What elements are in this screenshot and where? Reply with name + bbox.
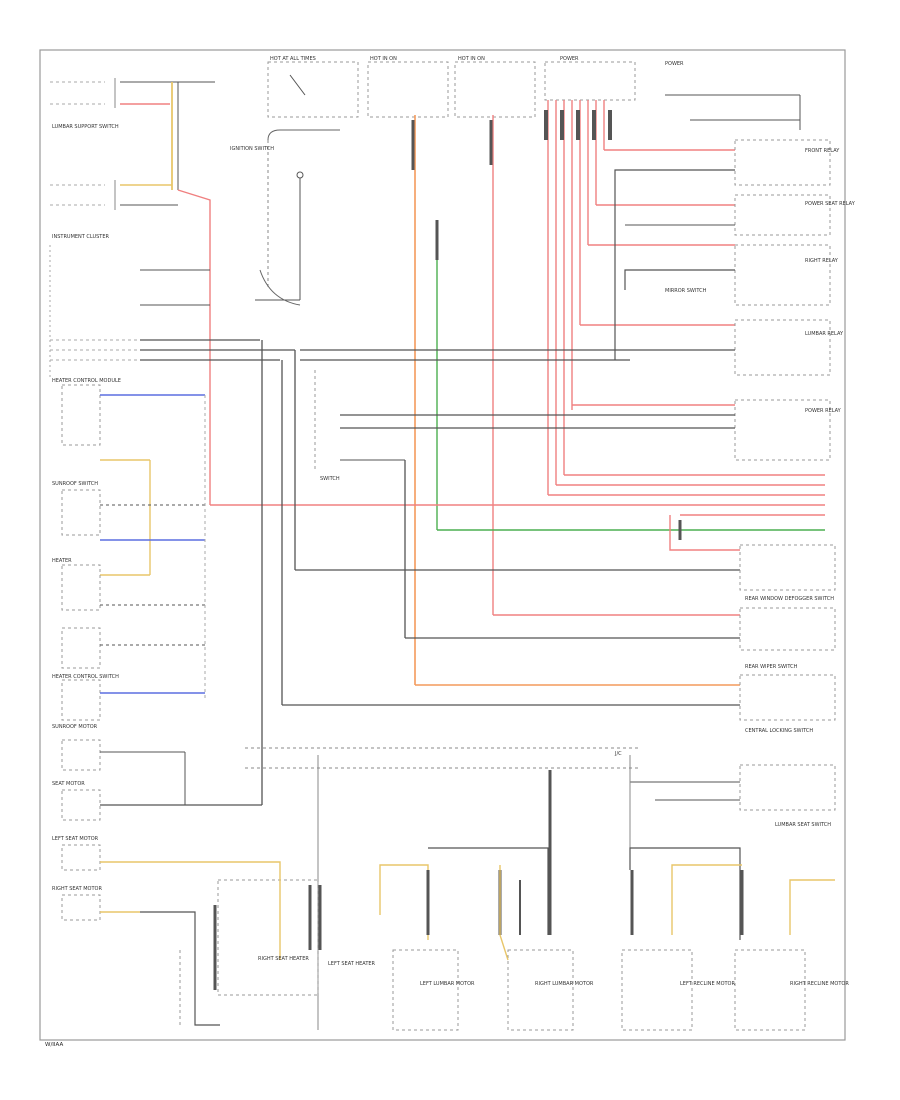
fuse-box-hot-in-on-2 xyxy=(454,61,536,118)
label-hot-in-on-2: HOT IN ON xyxy=(458,56,485,62)
footer-code: W/IIAA xyxy=(45,1042,63,1048)
label-front-relay: FRONT RELAY xyxy=(805,148,840,154)
label-power-seat-relay: POWER SEAT RELAY xyxy=(805,201,856,207)
label-right-relay: RIGHT RELAY xyxy=(805,258,839,264)
box-left-seat-motor xyxy=(61,844,101,871)
label-power-2: POWER xyxy=(665,61,684,67)
diagram-frame xyxy=(39,49,846,1041)
wires-red-to-relays xyxy=(210,149,825,516)
box-sunroof-motor xyxy=(61,739,101,771)
label-power-1: POWER xyxy=(560,56,579,62)
top-left-connector xyxy=(50,78,215,210)
label-lumbar-relay: LUMBAR RELAY xyxy=(805,331,844,337)
label-central-locking-switch: CENTRAL LOCKING SWITCH xyxy=(745,728,813,734)
relay-lumbar xyxy=(734,319,831,376)
relay-group xyxy=(734,139,831,461)
wire-red-left-long xyxy=(177,189,211,505)
wire-red-to-box xyxy=(669,515,740,551)
label-lumbar-seat-switch: LUMBAR SUPPORT SWITCH xyxy=(52,124,119,130)
label-rear-window-defogger-switch: REAR WINDOW DEFOGGER SWITCH xyxy=(745,596,834,602)
label-right-seat-motor: RIGHT SEAT MOTOR xyxy=(52,886,102,892)
connector-top-right xyxy=(544,61,636,101)
box-heater-cont xyxy=(61,627,101,669)
label-switch: SWITCH xyxy=(320,476,340,482)
box-heater-control-switch xyxy=(61,679,101,721)
label-right-seat-heater: RIGHT SEAT HEATER xyxy=(258,956,309,962)
label-lumbar-seat-switch-right: LUMBAR SEAT SWITCH xyxy=(775,822,831,828)
bottom-seat-right xyxy=(621,847,835,1031)
label-right-lumbar-motor: RIGHT LUMBAR MOTOR xyxy=(535,981,594,987)
box-rear-wiper xyxy=(739,674,836,721)
bottom-seat-center-left xyxy=(379,847,574,1031)
black-bus xyxy=(261,340,740,805)
box-seat-motor xyxy=(61,789,101,821)
box-lumbar-seat-switch xyxy=(739,764,836,811)
wires-black-to-relays xyxy=(300,169,735,429)
relay-right xyxy=(734,244,831,306)
bottom-seat-left xyxy=(140,861,322,1026)
left-connectors xyxy=(49,245,295,380)
label-heater-cont: HEATER CONTROL SWITCH xyxy=(52,674,119,680)
label-left-seat-motor: LEFT SEAT MOTOR xyxy=(52,836,99,842)
label-joint: J/C xyxy=(614,751,622,757)
label-mirror-switch: MIRROR SWITCH xyxy=(665,288,707,294)
label-left-lumbar-motor: LEFT LUMBAR MOTOR xyxy=(420,981,475,987)
label-instrument-cluster-top: INSTRUMENT CLUSTER xyxy=(52,234,110,240)
label-heater: HEATER xyxy=(52,558,72,564)
box-heater xyxy=(61,564,101,611)
label-sunroof-switch: SUNROOF SWITCH xyxy=(52,481,98,487)
box-rear-window-defogger xyxy=(739,607,836,651)
label-sunroof-motor: SUNROOF MOTOR xyxy=(52,724,98,730)
fuse-box-hot-in-on-1 xyxy=(367,61,449,118)
box-right-seat-motor xyxy=(61,894,101,921)
label-seat-motor: SEAT MOTOR xyxy=(52,781,85,787)
switch-contact xyxy=(289,74,306,96)
label-left-seat-heater: LEFT SEAT HEATER xyxy=(328,961,376,967)
label-left-recline-motor: LEFT RECLINE MOTOR xyxy=(680,981,735,987)
label-right-recline-motor: RIGHT RECLINE MOTOR xyxy=(790,981,849,987)
box-instrument-cluster xyxy=(61,384,101,446)
box-sunroof-switch xyxy=(61,489,101,536)
label-hot-in-on-1: HOT IN ON xyxy=(370,56,397,62)
label-ignition-switch: IGNITION SWITCH xyxy=(230,146,274,152)
ignition-switch-graphic xyxy=(255,129,340,306)
label-heater-control: HEATER CONTROL MODULE xyxy=(52,378,121,384)
label-power-relay: POWER RELAY xyxy=(805,408,842,414)
relay-power-seat xyxy=(734,194,831,236)
fuse-box-hot-at-all-times xyxy=(267,61,359,118)
box-switch-1 xyxy=(739,544,836,591)
relay-front xyxy=(734,139,831,186)
label-hot-at-all-times: HOT AT ALL TIMES xyxy=(270,56,316,62)
wire-harness-right xyxy=(544,100,612,495)
label-rear-wiper-switch: REAR WIPER SWITCH xyxy=(745,664,798,670)
